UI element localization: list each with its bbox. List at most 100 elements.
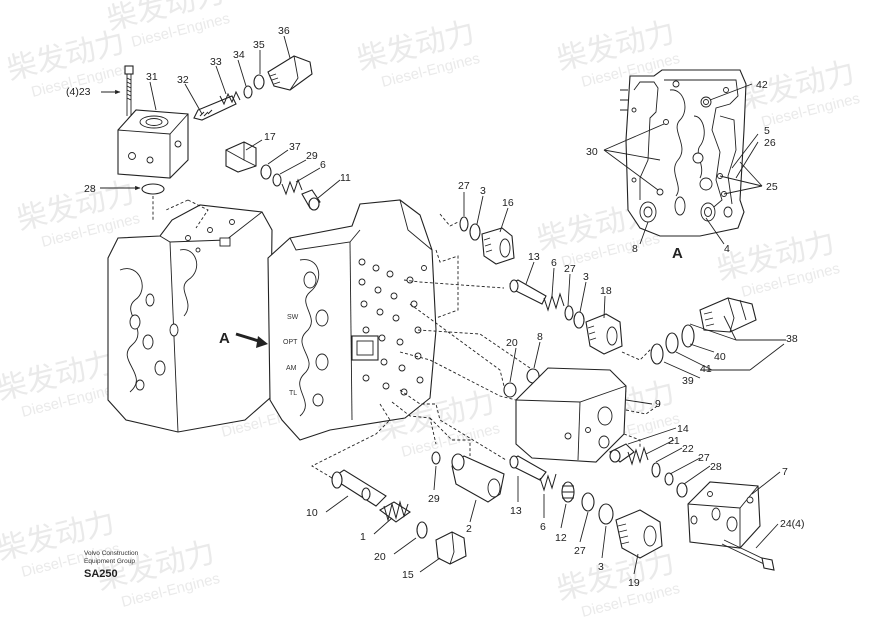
callout-25: 25 <box>766 181 778 193</box>
callout-13-b: 13 <box>510 505 522 517</box>
part-20-oring-a <box>503 382 517 398</box>
part-34-washer <box>243 85 253 99</box>
callout-3-b: 3 <box>583 271 589 283</box>
credit-block: Volvo Construction Equipment Group SA250 <box>84 550 138 580</box>
callout-22: 22 <box>682 443 694 455</box>
part-27-oring-c <box>664 472 674 486</box>
view-a-detail-label: A <box>672 245 683 262</box>
callout-28-b: 28 <box>710 461 722 473</box>
callout-17: 17 <box>264 131 276 143</box>
part-12-check <box>561 481 575 503</box>
part-38-relief-valve <box>699 297 757 333</box>
callout-30: 30 <box>586 146 598 158</box>
valve-body-ports <box>358 258 427 396</box>
part-27-oring-b <box>564 305 574 321</box>
callout-24: 24(4) <box>780 518 805 530</box>
part-24-bolt <box>721 539 775 571</box>
callout-29-b: 29 <box>428 493 440 505</box>
callout-41: 41 <box>700 363 712 375</box>
callout-2: 2 <box>466 523 472 535</box>
callout-27-d: 27 <box>574 545 586 557</box>
callout-27-c: 27 <box>698 452 710 464</box>
part-11-poppet <box>301 189 321 211</box>
watermark-5: 柴发动力 Diesel-Engines <box>734 56 862 131</box>
part-16-plug <box>481 227 515 265</box>
callout-31: 31 <box>146 71 158 83</box>
watermark-3: 柴发动力 Diesel-Engines <box>354 16 482 91</box>
callout-37: 37 <box>289 141 301 153</box>
part-35-oring <box>253 74 265 90</box>
callout-20-a: 20 <box>506 337 518 349</box>
callout-29-top: 29 <box>306 150 318 162</box>
part-28-oring-b <box>676 482 688 498</box>
part-13-sleeve-a <box>509 279 547 305</box>
callout-10: 10 <box>306 507 318 519</box>
part-33-spring <box>219 90 241 106</box>
part-18-plug <box>585 313 623 355</box>
callout-33: 33 <box>210 56 222 68</box>
view-a-label: A <box>219 330 230 347</box>
part-27-oring-d <box>581 492 595 512</box>
part-28-oring-top <box>141 183 165 195</box>
part-10-spool <box>330 469 387 507</box>
callout-4: 4 <box>724 243 730 255</box>
part-3-ring-b <box>573 311 585 329</box>
callout-3-a: 3 <box>480 185 486 197</box>
callout-8-b: 8 <box>632 243 638 255</box>
part-6-spring-top <box>281 178 303 196</box>
part-27-oring-a <box>459 216 469 232</box>
mark-am: AM <box>286 365 297 372</box>
part-37-oring <box>260 164 272 180</box>
part-39-oring <box>650 343 664 365</box>
callout-12: 12 <box>555 532 567 544</box>
callout-21: 21 <box>668 435 680 447</box>
callout-8-a: 8 <box>537 331 543 343</box>
callout-38: 38 <box>786 333 798 345</box>
part-9-block <box>515 367 627 463</box>
watermark-15: 柴发动力 Diesel-Engines <box>554 546 682 621</box>
callout-3-c: 3 <box>598 561 604 573</box>
mark-opt: OPT <box>283 339 298 346</box>
watermark-9: 柴发动力 Diesel-Engines <box>0 346 122 421</box>
callout-39: 39 <box>682 375 694 387</box>
left-valve-housing <box>107 204 273 433</box>
model-label: SA250 <box>84 568 118 580</box>
part-32-spool <box>193 95 237 121</box>
callout-35: 35 <box>253 39 265 51</box>
part-6-spring-c <box>539 473 557 492</box>
callout-14: 14 <box>677 423 689 435</box>
callout-5: 5 <box>764 125 770 137</box>
callout-15: 15 <box>402 569 414 581</box>
part-41-oring <box>665 332 679 354</box>
callout-27-a: 27 <box>458 180 470 192</box>
part-3-ring-a <box>469 223 481 241</box>
part-7-end-block <box>687 481 761 549</box>
callout-16: 16 <box>502 197 514 209</box>
part-2-sleeve <box>451 453 505 503</box>
part-31-cover-block <box>117 109 189 179</box>
part-40-oring <box>681 324 695 348</box>
callout-11: 11 <box>340 172 351 184</box>
callout-23: (4)23 <box>66 86 91 98</box>
view-a-detail <box>620 69 747 237</box>
callout-1: 1 <box>360 531 366 543</box>
part-20-oring-b <box>416 521 428 539</box>
part-14-sleeve <box>609 443 635 463</box>
callout-42: 42 <box>756 79 768 91</box>
callout-13-a: 13 <box>528 251 540 263</box>
part-21-spring <box>627 446 649 466</box>
part-15-plug <box>435 531 467 565</box>
assembly-dashes <box>152 196 661 479</box>
view-a-marker: A <box>219 330 268 348</box>
part-23-bolt <box>124 65 134 116</box>
part-29-oring <box>272 173 282 187</box>
part-17-plug <box>225 141 257 173</box>
callout-26: 26 <box>764 137 776 149</box>
mark-sw: SW <box>287 314 299 321</box>
part-29-oring-b <box>431 451 441 465</box>
part-19-plug <box>615 509 663 559</box>
callout-27-b: 27 <box>564 263 576 275</box>
callout-34: 34 <box>233 49 245 61</box>
